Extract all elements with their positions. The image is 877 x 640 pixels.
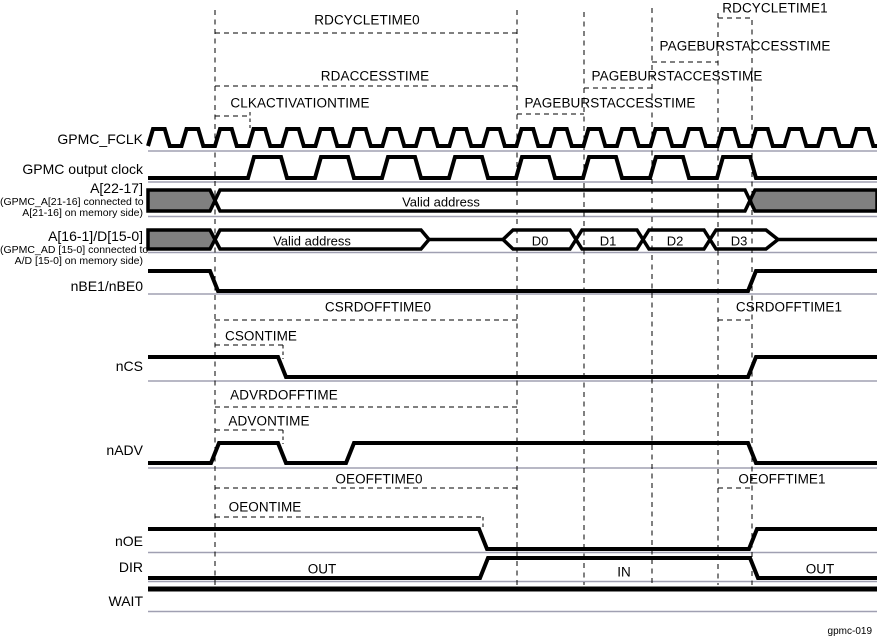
timing-label-rdaccesstime: RDACCESSTIME xyxy=(320,68,430,84)
timing-label-csontime: CSONTIME xyxy=(224,328,298,344)
bus-label-d1: D1 xyxy=(599,233,617,248)
signal-label-a-16-1-d-15-0: A[16-1]/D[15-0] xyxy=(48,227,143,244)
waveform-nadv xyxy=(148,441,877,465)
signal-label-ncs: nCS xyxy=(115,357,143,374)
waveform-gpmc-fclk xyxy=(146,127,877,148)
timing-label-oeofftime0: OEOFFTIME0 xyxy=(335,471,423,487)
bus-label-valid-address: Valid address xyxy=(402,194,480,209)
waveform-dir xyxy=(148,556,877,580)
timing-label-oeofftime1: OEOFFTIME1 xyxy=(738,471,826,487)
signal-label-nbe1-nbe0: nBE1/nBE0 xyxy=(70,277,143,294)
figure-id: gpmc-019 xyxy=(827,626,872,637)
timing-label-clkactivationtime: CLKACTIVATIONTIME xyxy=(230,95,370,111)
signal-label-gpmc-ad-15-0-connected-to: (GPMC_AD [15-0] connected to xyxy=(0,243,149,256)
signal-label-noe: nOE xyxy=(114,532,143,549)
bus-label-d3: D3 xyxy=(730,233,748,248)
signal-label-gpmc-a-21-16-connected-to: (GPMC_A[21-16] connected to xyxy=(0,195,144,208)
signal-label-gpmc-output-clock: GPMC output clock xyxy=(22,160,143,177)
bus-a-22-17-unknown xyxy=(146,188,217,213)
timing-label-csrdofftime1: CSRDOFFTIME1 xyxy=(735,299,843,315)
waveform-nbe1-nbe0 xyxy=(148,269,877,293)
signal-label-nadv: nADV xyxy=(106,441,143,458)
timing-label-pageburstaccesstime: PAGEBURSTACCESSTIME xyxy=(659,38,831,54)
dir-state-label-in-1: IN xyxy=(617,564,631,580)
bus-a-22-17-valid xyxy=(213,188,752,213)
signal-label-gpmc-fclk: GPMC_FCLK xyxy=(57,130,143,147)
timing-label-advontime: ADVONTIME xyxy=(228,413,310,429)
signal-label-a-d-15-0-on-memory-side: A/D [15-0] on memory side) xyxy=(14,254,143,267)
dir-state-label-out-0: OUT xyxy=(307,561,337,577)
timing-label-csrdofftime0: CSRDOFFTIME0 xyxy=(324,299,432,315)
bus-a-22-17-unknown xyxy=(748,188,877,213)
waveform-ncs xyxy=(148,355,877,379)
timing-label-rdcycletime1: RDCYCLETIME1 xyxy=(722,0,828,16)
bus-label-d2: D2 xyxy=(666,233,684,248)
bus-label-valid-address: Valid address xyxy=(273,233,351,248)
signal-label-wait: WAIT xyxy=(108,592,143,609)
timing-label-oeontime: OEONTIME xyxy=(228,499,302,515)
timing-label-advrdofftime: ADVRDOFFTIME xyxy=(230,387,338,403)
waveform-noe xyxy=(148,527,877,551)
signal-label-a-22-17: A[22-17] xyxy=(90,179,143,196)
timing-label-pageburstaccesstime: PAGEBURSTACCESSTIME xyxy=(591,68,763,84)
signal-label-dir: DIR xyxy=(118,558,143,575)
bus-label-d0: D0 xyxy=(531,233,549,248)
timing-label-pageburstaccesstime: PAGEBURSTACCESSTIME xyxy=(524,95,696,111)
timing-label-rdcycletime0: RDCYCLETIME0 xyxy=(314,12,420,28)
signal-label-a-21-16-on-memory-side: A[21-16] on memory side) xyxy=(22,206,143,219)
dir-state-label-out-2: OUT xyxy=(805,561,835,577)
waveform-gpmc-output-clock xyxy=(148,155,877,180)
bus-a-16-1-d-15-0-unknown xyxy=(146,228,217,251)
